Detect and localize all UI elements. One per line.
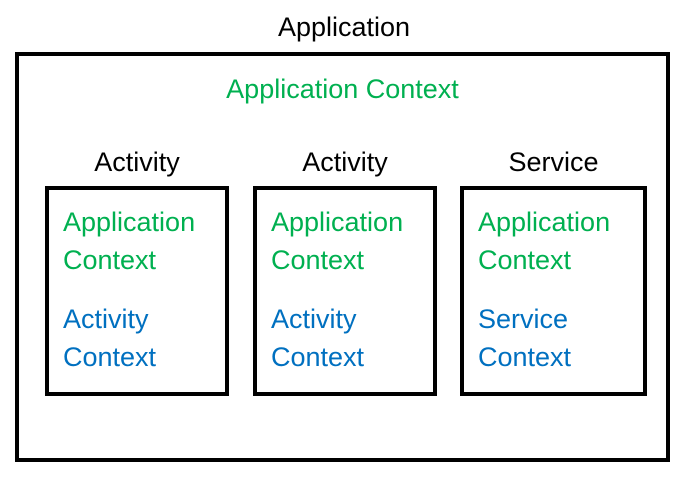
activity-column-2: Activity Application Context Activity Co… [253, 143, 437, 396]
activity-1-application-context-text: Application Context [63, 207, 196, 275]
activity-2-activity-context-text: Activity Context [271, 304, 365, 372]
activity-2-application-context-text: Application Context [271, 207, 404, 275]
application-context-heading: Application Context [226, 74, 459, 104]
application-box: Application Context Activity Application… [15, 52, 670, 462]
service-service-context-text: Service Context [478, 304, 572, 372]
activity-1-label: Activity [94, 147, 180, 177]
diagram-title: Application [277, 12, 411, 42]
activity-column-1: Activity Application Context Activity Co… [45, 143, 229, 396]
activity-2-context-box: Application Context Activity Context [253, 186, 437, 396]
service-context-box: Application Context Service Context [460, 186, 647, 396]
activity-1-activity-context-text: Activity Context [63, 304, 157, 372]
activity-1-context-box: Application Context Activity Context [45, 186, 229, 396]
service-label: Service [508, 147, 599, 177]
service-application-context-text: Application Context [478, 207, 611, 275]
service-column: Service Application Context Service Cont… [460, 143, 647, 396]
activity-2-label: Activity [302, 147, 388, 177]
